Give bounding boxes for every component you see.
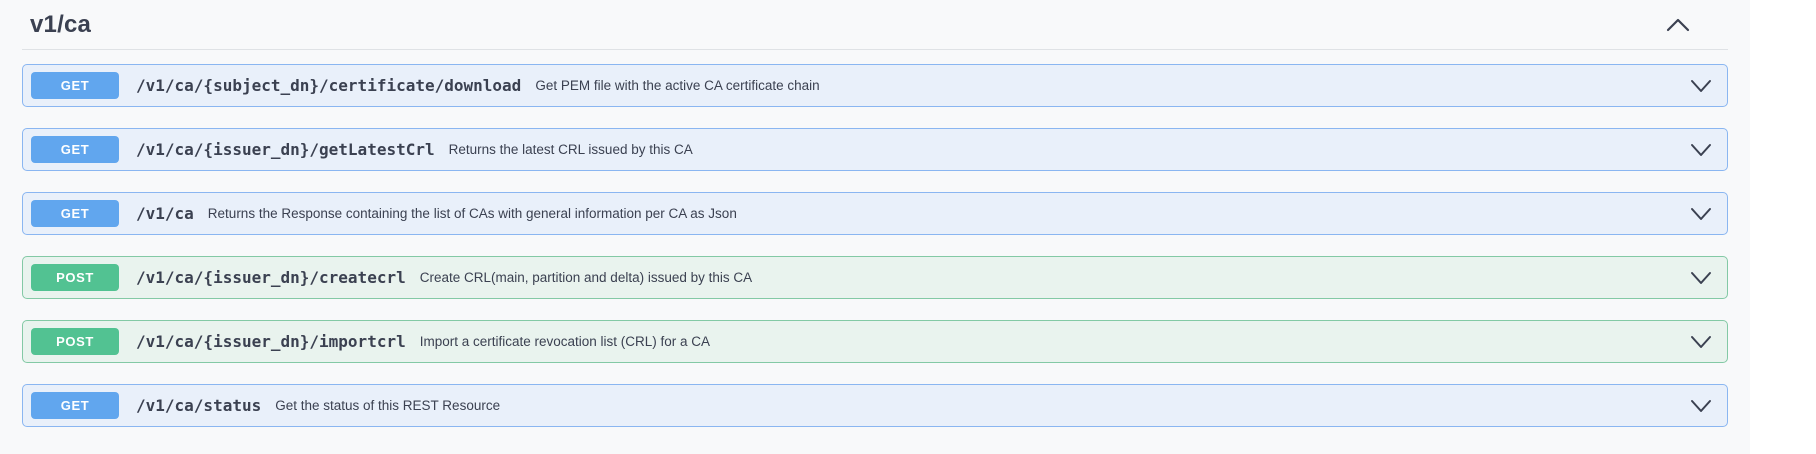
method-badge: GET xyxy=(31,136,119,163)
method-badge: GET xyxy=(31,392,119,419)
endpoint-path: /v1/ca/{issuer_dn}/importcrl xyxy=(136,332,406,351)
chevron-down-icon[interactable] xyxy=(1687,328,1715,356)
endpoint-path: /v1/ca/status xyxy=(136,396,262,415)
endpoint-description: Returns the Response containing the list… xyxy=(207,206,737,221)
endpoint-description: Create CRL(main, partition and delta) is… xyxy=(419,270,753,285)
api-tag-section: v1/ca GET /v1/ca/{subject_dn}/certificat… xyxy=(22,0,1728,427)
chevron-down-icon[interactable] xyxy=(1687,72,1715,100)
endpoint-description: Get the status of this REST Resource xyxy=(275,398,501,413)
endpoint-row[interactable]: GET /v1/ca Returns the Response containi… xyxy=(22,192,1728,235)
endpoint-row[interactable]: GET /v1/ca/{subject_dn}/certificate/down… xyxy=(22,64,1728,107)
endpoint-path: /v1/ca/{issuer_dn}/getLatestCrl xyxy=(136,140,435,159)
endpoint-description: Returns the latest CRL issued by this CA xyxy=(448,142,693,157)
section-header-v1ca[interactable]: v1/ca xyxy=(22,0,1728,50)
endpoint-row[interactable]: GET /v1/ca/status Get the status of this… xyxy=(22,384,1728,427)
chevron-down-icon[interactable] xyxy=(1687,392,1715,420)
endpoint-row[interactable]: POST /v1/ca/{issuer_dn}/createcrl Create… xyxy=(22,256,1728,299)
chevron-down-icon[interactable] xyxy=(1687,136,1715,164)
method-badge: GET xyxy=(31,72,119,99)
endpoint-description: Get PEM file with the active CA certific… xyxy=(535,78,820,93)
method-badge: POST xyxy=(31,264,119,291)
endpoint-path: /v1/ca/{issuer_dn}/createcrl xyxy=(136,268,406,287)
chevron-up-icon[interactable] xyxy=(1664,11,1692,39)
chevron-down-icon[interactable] xyxy=(1687,200,1715,228)
chevron-down-icon[interactable] xyxy=(1687,264,1715,292)
endpoint-path: /v1/ca/{subject_dn}/certificate/download xyxy=(136,76,522,95)
method-badge: GET xyxy=(31,200,119,227)
endpoint-row[interactable]: GET /v1/ca/{issuer_dn}/getLatestCrl Retu… xyxy=(22,128,1728,171)
endpoint-row[interactable]: POST /v1/ca/{issuer_dn}/importcrl Import… xyxy=(22,320,1728,363)
section-title: v1/ca xyxy=(30,10,92,38)
endpoint-description: Import a certificate revocation list (CR… xyxy=(419,334,711,349)
endpoint-list: GET /v1/ca/{subject_dn}/certificate/down… xyxy=(22,50,1728,427)
method-badge: POST xyxy=(31,328,119,355)
endpoint-path: /v1/ca xyxy=(136,204,194,223)
